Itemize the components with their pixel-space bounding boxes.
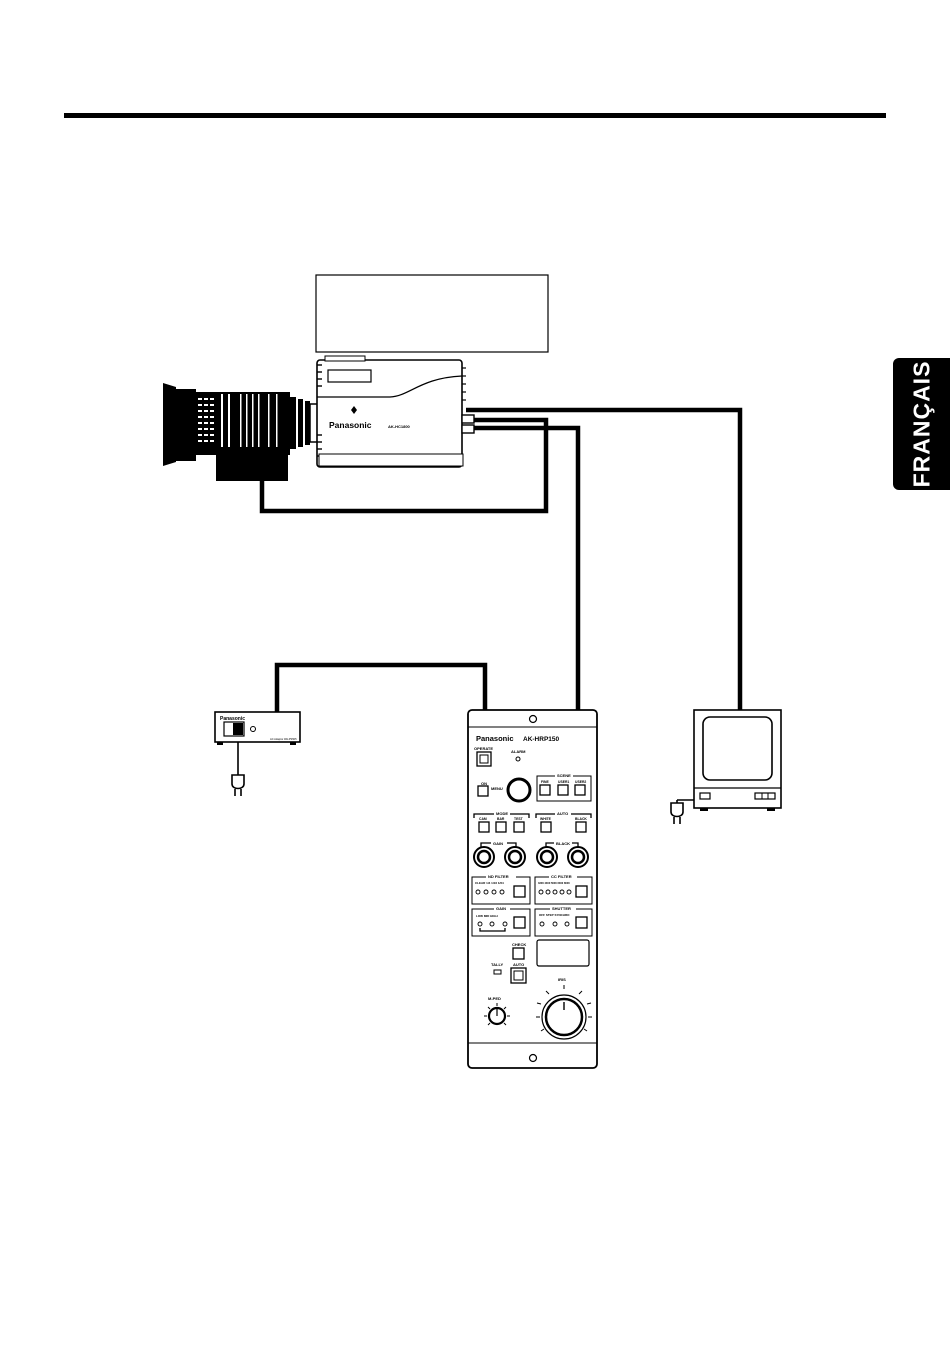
cc-filter-title: CC FILTER [551,874,572,879]
camera-model: AK-HC1800 [388,424,411,429]
mode-title: MODE [496,811,508,816]
cc-filter-button [575,885,588,898]
shutter-title: SHUTTER [552,906,571,911]
auto-white-button [540,821,552,833]
mped-label: M-PED [488,996,501,1001]
mode-cam-button [478,821,490,833]
check-label: CHECK [512,942,526,947]
ac-adaptor-brand: Panasonic [220,716,245,722]
adaptor-to-panel-cable [274,662,488,713]
alarm-label: ALARM [511,749,526,754]
camera-body [316,359,463,468]
control-panel-body [467,709,598,1069]
monitor-screen [702,716,773,781]
ac-adaptor-led [250,726,256,732]
menu-knob [506,777,532,803]
shutter-options: OFF STEP SYNCHRO [539,913,570,917]
on-button [477,785,489,797]
ac-adaptor: Panasonic AC Adaptor AW-PS505 [214,711,301,796]
mode-bar-label: BAR [497,817,505,821]
video-monitor [670,709,782,824]
mode-bar-button [495,821,507,833]
camera-display [327,369,372,383]
camera-assembly: Panasonic AK-HC1800 [163,355,475,481]
ac-plug-icon [231,774,245,790]
panel-display [536,939,590,967]
gain-select-title: GAIN [496,906,506,911]
lens-hood [163,383,176,466]
panel-model: AK-HRP150 [523,736,560,743]
camera-to-monitor-cable [466,407,743,710]
mode-test-button [513,821,525,833]
mode-cam-label: CAM [479,817,487,821]
shutter-button [575,916,588,929]
menu-label: MENU [491,786,503,791]
scene-user2-button [574,784,586,796]
nd-filter-title: ND FILTER [488,874,509,879]
iris-label: IRIS [558,977,566,982]
camera-brand: Panasonic [329,420,372,430]
control-panel: Panasonic AK-HRP150 OPERATE ALARM ON MEN… [467,709,598,1069]
auto-black-label: BLACK [575,817,587,821]
on-label: ON [481,781,487,786]
operate-label: OPERATE [474,746,493,751]
tally-label: TALLY [491,962,504,967]
nd-filter-options: CLEAR 1/4 1/16 1/64 [475,881,504,885]
scene-btn-fine-label: FINE [541,780,549,784]
auto-iris-label: AUTO [513,962,524,967]
nd-filter-button [513,885,526,898]
ac-adaptor-model: AC Adaptor AW-PS505 [270,737,297,741]
gain-select-options: LOW MID HIGH [476,914,498,918]
auto-title: AUTO [557,811,568,816]
monitor-plug-icon [670,802,684,818]
scene-title: SCENE [557,773,571,778]
black-knobs-title: BLACK [556,841,570,846]
auto-white-label: WHITE [540,817,552,821]
cc-filter-options: 3200 4300 5600 6300 8000 [538,881,570,885]
check-button [512,947,525,960]
alarm-led [515,756,521,762]
gain-select-button [513,916,526,929]
auto-black-button [575,821,587,833]
top-rule [64,113,886,118]
camera-to-panel-cable [466,425,581,710]
lens-cable [259,417,549,514]
panel-brand: Panasonic [476,734,514,743]
scene-btn-user1-label: USER1 [558,780,569,784]
mode-test-label: TEST [514,817,524,821]
caption-box [315,274,549,353]
language-tab: FRANÇAIS [893,358,950,490]
scene-fine-button [539,784,551,796]
gain-knobs-title: GAIN [493,841,503,846]
scene-btn-user2-label: USER2 [575,780,586,784]
cables [259,407,743,713]
tally-lamp [493,969,502,975]
lens-servo-box [216,447,288,481]
scene-user1-button [557,784,569,796]
